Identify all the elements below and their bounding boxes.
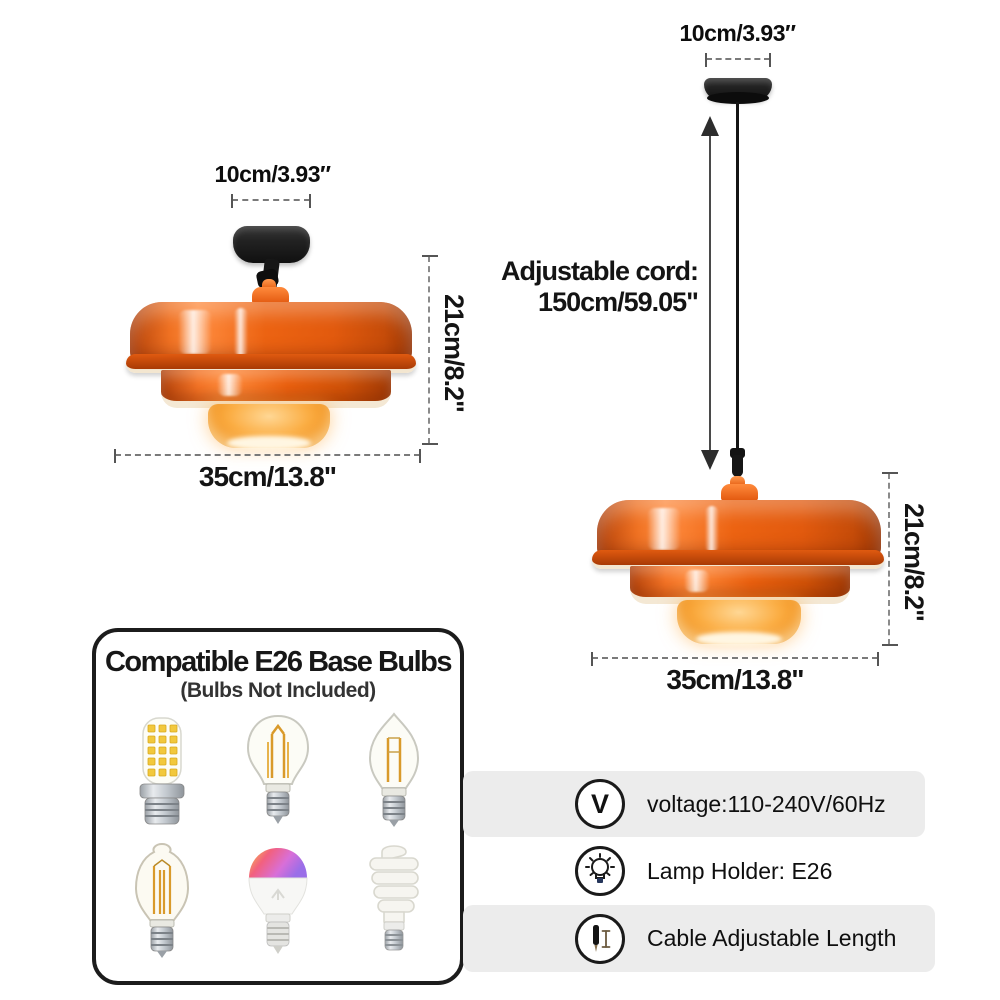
voltage-icon: V xyxy=(575,779,625,829)
right-lamp-canopy-underside xyxy=(707,92,769,104)
smart-rgb-bulb xyxy=(224,839,332,965)
compatible-bulbs-panel: Compatible E26 Base Bulbs (Bulbs Not Inc… xyxy=(92,628,464,985)
left-lamp-shade-middle-tier xyxy=(161,370,391,408)
right-lamp-glow xyxy=(696,632,782,646)
right-lamp-finial xyxy=(721,484,758,501)
left-lamp-finial xyxy=(252,287,289,304)
shade-gloss-highlight xyxy=(684,570,710,592)
corn-led-bulb xyxy=(108,709,216,835)
voltage-label: voltage:110-240V/60Hz xyxy=(647,790,886,817)
left-lamp-ceiling-canopy xyxy=(233,226,310,263)
a19-filament-bulb-image xyxy=(246,714,310,824)
right-lamp-bottom-width-label: 35cm/13.8" xyxy=(666,664,804,695)
left-lamp-height-dim-line xyxy=(422,255,438,445)
bulbs-panel-subtitle: (Bulbs Not Included) xyxy=(180,679,376,702)
right-lamp-height-dim-line xyxy=(882,472,898,646)
bulbs-panel-title: Compatible E26 Base Bulbs xyxy=(104,646,453,678)
left-lamp-glow xyxy=(227,436,311,450)
right-lamp-height-label: 21cm/8.2" xyxy=(899,503,929,621)
shade-gloss-highlight xyxy=(705,506,719,552)
right-lamp-bottom-width-dim-line xyxy=(591,652,879,666)
bulb-grid xyxy=(96,703,460,965)
voltage-icon-letter: V xyxy=(590,788,609,819)
right-lamp-top-width-dim-line xyxy=(705,53,771,67)
adjustable-cord-label-line2: 150cm/59.05" xyxy=(538,287,699,318)
adjustable-cord-label: Adjustable cord: 150cm/59.05" xyxy=(470,256,699,319)
left-lamp-bottom-width-label: 35cm/13.8" xyxy=(198,461,337,492)
spiral-cfl-bulb xyxy=(340,839,448,965)
left-lamp-top-width-dim-line xyxy=(231,194,311,208)
left-lamp-top-width-label: 10cm/3.93″ xyxy=(214,161,332,187)
corn-led-bulb-image xyxy=(139,717,185,825)
left-lamp-bottom-width-dim-line xyxy=(114,449,421,463)
cable-label: Cable Adjustable Length xyxy=(647,925,897,951)
candle-filament-bulb-image xyxy=(368,712,420,827)
smart-rgb-bulb-image xyxy=(248,848,308,954)
lamp-holder-icon xyxy=(575,846,625,896)
a19-filament-bulb xyxy=(224,709,332,835)
shade-gloss-highlight xyxy=(217,374,243,396)
adjustable-cord-arrow-down xyxy=(701,450,719,470)
adjustable-cord-arrow-up xyxy=(701,116,719,136)
lamp-holder-label: Lamp Holder: E26 xyxy=(647,857,833,884)
left-lamp-height-label: 21cm/8.2" xyxy=(439,294,469,412)
right-lamp-top-width-label: 10cm/3.93″ xyxy=(679,20,797,46)
cable-icon xyxy=(575,913,625,964)
edison-st64-filament-bulb xyxy=(108,839,216,965)
spec-row-voltage: V voltage:110-240V/60Hz xyxy=(463,771,925,837)
right-lamp-shade-top-tier xyxy=(597,500,881,558)
bulb-glyph xyxy=(585,853,615,883)
cable-glyph xyxy=(593,924,611,952)
right-lamp-cord xyxy=(736,102,739,454)
right-lamp-cord-grip-top xyxy=(730,448,745,458)
left-lamp-shade-top-tier xyxy=(130,302,412,362)
right-lamp-finial-nub xyxy=(730,476,745,486)
shade-gloss-highlight xyxy=(178,310,212,354)
adjustable-cord-arrow-line xyxy=(709,132,711,454)
spec-row-cable: Cable Adjustable Length xyxy=(463,905,935,972)
spec-row-lamp-holder: Lamp Holder: E26 xyxy=(463,839,925,903)
candle-filament-bulb xyxy=(340,709,448,835)
right-lamp-cord-grip xyxy=(732,455,743,477)
right-lamp-shade-middle-tier xyxy=(630,566,850,604)
adjustable-cord-label-line1: Adjustable cord: xyxy=(500,256,699,286)
shade-gloss-highlight xyxy=(234,308,248,356)
shade-gloss-highlight xyxy=(647,508,681,550)
edison-st64-bulb-image xyxy=(134,842,190,958)
left-lamp-finial-nub xyxy=(262,279,276,289)
spiral-cfl-bulb-image xyxy=(369,845,419,951)
